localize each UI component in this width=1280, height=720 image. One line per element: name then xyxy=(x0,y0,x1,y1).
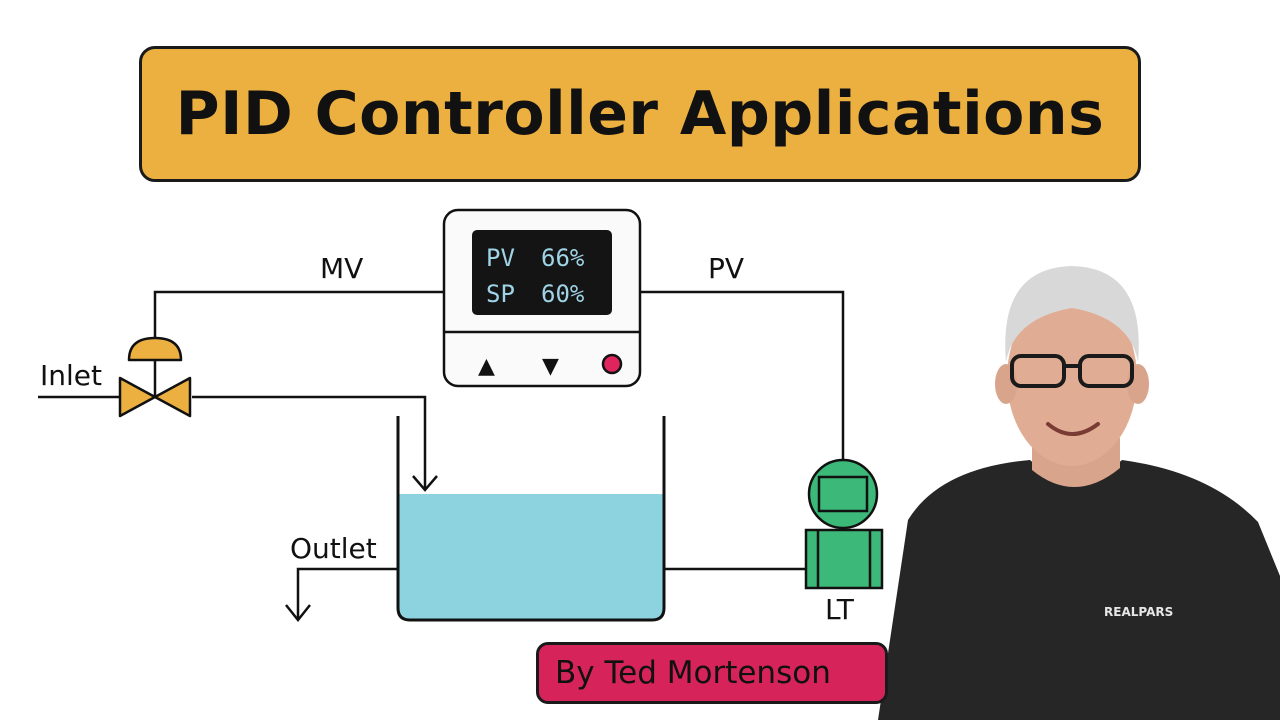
inlet-arrow-head xyxy=(412,475,438,492)
presenter-mouth xyxy=(1046,422,1100,436)
presenter-face xyxy=(1007,290,1137,466)
outlet-pipe xyxy=(296,567,398,620)
mv-signal-line xyxy=(153,290,444,338)
pv-label: PV xyxy=(708,252,745,285)
presenter-shirt xyxy=(878,460,1280,720)
shirt-logo: REALPARS xyxy=(1104,605,1173,619)
glasses-icon xyxy=(1010,354,1134,388)
pv-signal-line xyxy=(641,290,845,462)
sp-tag: SP xyxy=(486,280,515,308)
tank-water xyxy=(398,494,664,620)
controller-display xyxy=(472,230,612,315)
pid-controller: PV 66% SP 60% ▲ ▼ xyxy=(442,208,642,388)
presenter-photo: REALPARS xyxy=(878,266,1280,720)
inlet-label: Inlet xyxy=(40,359,102,392)
pv-value: 66% xyxy=(541,244,585,272)
presenter-hair xyxy=(1005,266,1139,362)
title-banner: PID Controller Applications xyxy=(139,46,1141,182)
outlet-label: Outlet xyxy=(290,532,377,565)
lt-label: LT xyxy=(825,593,854,626)
sp-value: 60% xyxy=(541,280,585,308)
outlet-arrow-head xyxy=(285,604,311,623)
page-title: PID Controller Applications xyxy=(175,79,1105,149)
author-badge: By Ted Mortenson xyxy=(536,642,888,704)
control-valve-icon xyxy=(118,336,192,418)
indicator-button-icon[interactable] xyxy=(601,353,623,375)
down-arrow-icon[interactable]: ▼ xyxy=(542,354,559,379)
author-name: By Ted Mortenson xyxy=(555,655,831,691)
pv-tag: PV xyxy=(486,244,515,272)
mv-label: MV xyxy=(320,252,364,285)
tank-outline xyxy=(396,416,666,622)
level-transmitter-icon xyxy=(804,458,884,590)
up-arrow-icon[interactable]: ▲ xyxy=(478,354,495,379)
inlet-pipe-right xyxy=(192,395,427,490)
